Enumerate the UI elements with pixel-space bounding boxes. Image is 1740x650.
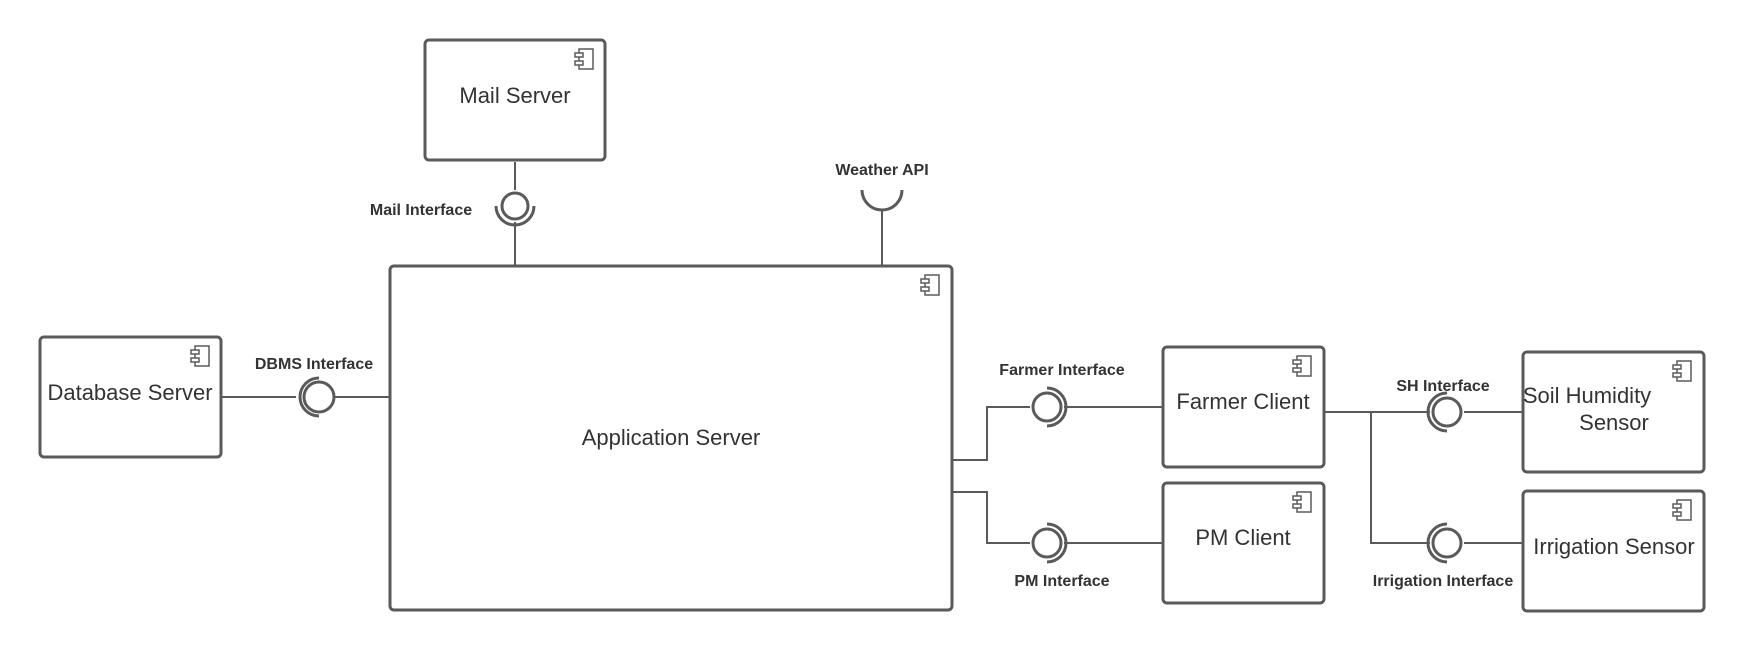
farmer-interface-label: Farmer Interface: [999, 362, 1124, 379]
irrigation-interface-ball: [1431, 527, 1463, 559]
pm-client-label: PM Client: [1195, 525, 1290, 550]
dbms-interface-ball: [302, 380, 336, 414]
farmer-interface-ball: [1031, 391, 1063, 423]
irrigation-interface-socket: [1426, 522, 1448, 564]
farmer-client-component[interactable]: Farmer Client: [1161, 345, 1326, 469]
app-pm-connector: [952, 491, 1030, 544]
irrigation-branch-connector: [1370, 412, 1430, 544]
pm-interface-socket: [1046, 522, 1068, 564]
soil-humidity-sensor-label-line1: Soil Humidity: [1523, 383, 1651, 408]
sh-interface-label: SH Interface: [1396, 378, 1489, 395]
sh-interface-ball: [1431, 396, 1463, 428]
irrigation-interface[interactable]: Irrigation Interface: [1373, 522, 1514, 590]
dbms-interface-socket: [298, 376, 320, 418]
app-farmer-connector: [952, 406, 1030, 461]
dbms-interface-label: DBMS Interface: [255, 356, 373, 373]
pm-interface-label: PM Interface: [1014, 573, 1109, 590]
mail-interface[interactable]: Mail Interface: [370, 191, 536, 227]
weather-api-interface[interactable]: Weather API: [835, 162, 929, 212]
mail-server-component[interactable]: Mail Server: [423, 38, 607, 162]
farmer-interface[interactable]: Farmer Interface: [999, 362, 1125, 428]
mail-interface-socket: [494, 205, 536, 227]
soil-humidity-sensor-component[interactable]: Soil Humidity Sensor: [1521, 350, 1706, 474]
irrigation-sensor-component[interactable]: Irrigation Sensor: [1521, 489, 1706, 613]
mail-interface-ball: [500, 191, 530, 221]
application-server-component[interactable]: Application Server: [388, 264, 954, 612]
sh-interface[interactable]: SH Interface: [1396, 378, 1490, 433]
farmer-interface-socket: [1046, 386, 1068, 428]
pm-interface-ball: [1031, 527, 1063, 559]
database-server-label: Database Server: [47, 380, 212, 405]
soil-humidity-sensor-label-line2: Sensor: [1579, 410, 1649, 435]
database-server-component[interactable]: Database Server: [38, 335, 223, 459]
application-server-label: Application Server: [582, 425, 761, 450]
pm-client-component[interactable]: PM Client: [1161, 481, 1326, 605]
mail-server-label: Mail Server: [459, 83, 570, 108]
irrigation-interface-label: Irrigation Interface: [1373, 573, 1514, 590]
mail-interface-label: Mail Interface: [370, 202, 472, 219]
sh-interface-socket: [1426, 391, 1448, 433]
farmer-client-label: Farmer Client: [1176, 389, 1309, 414]
pm-interface[interactable]: PM Interface: [1014, 522, 1110, 590]
dbms-interface[interactable]: DBMS Interface: [255, 356, 373, 418]
irrigation-sensor-label: Irrigation Sensor: [1533, 534, 1694, 559]
weather-api-socket: [860, 189, 904, 212]
weather-api-label: Weather API: [835, 162, 928, 179]
